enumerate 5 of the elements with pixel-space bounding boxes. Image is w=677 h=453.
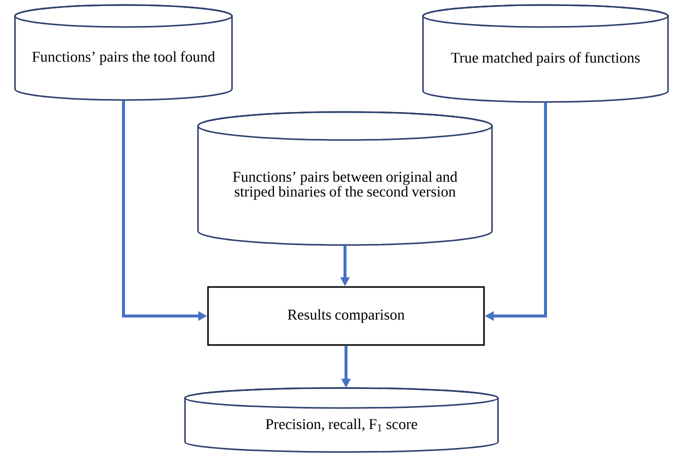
database-cylinder: Functions’ pairs between original and striped binaries of the second version — [197, 111, 493, 246]
database-cylinder: Functions’ pairs the tool found — [14, 4, 233, 101]
process-box: Results comparison — [207, 286, 485, 346]
database-cylinder: True matched pairs of functions — [422, 4, 669, 103]
database-cylinder: Precision, recall, F$_{1}$ score — [184, 387, 499, 453]
